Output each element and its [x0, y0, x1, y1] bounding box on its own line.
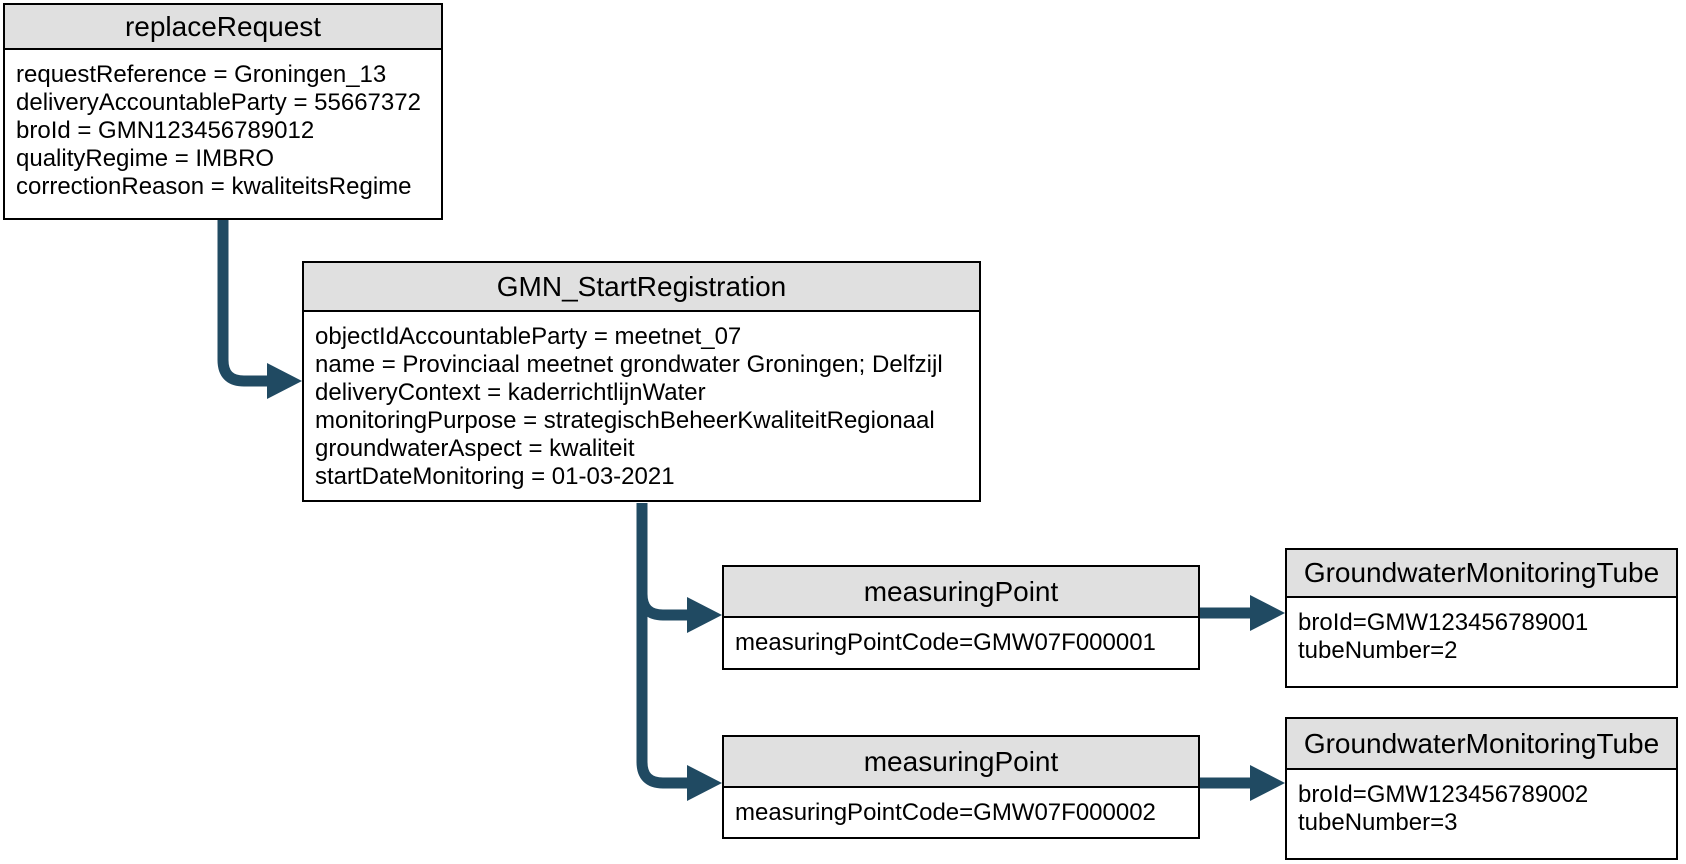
node-gmn-start-registration-title: GMN_StartRegistration	[304, 263, 979, 312]
arrowhead-measuringpoint-2	[687, 765, 722, 801]
node-replace-request-body: requestReference = Groningen_13 delivery…	[5, 50, 441, 212]
arrowhead-tube-2	[1250, 765, 1285, 801]
node-groundwater-monitoring-tube-1-title: GroundwaterMonitoringTube	[1287, 550, 1676, 598]
node-groundwater-monitoring-tube-2-body: broId=GMW123456789002 tubeNumber=3	[1287, 770, 1676, 848]
node-measuring-point-2: measuringPoint measuringPointCode=GMW07F…	[722, 735, 1200, 839]
node-measuring-point-2-body: measuringPointCode=GMW07F000002	[724, 788, 1198, 837]
arrowhead-measuringpoint-1	[687, 597, 722, 633]
node-gmn-start-registration-body: objectIdAccountableParty = meetnet_07 na…	[304, 312, 979, 502]
attr-line: tubeNumber=3	[1298, 809, 1458, 836]
attr-line: broId=GMW123456789002	[1298, 781, 1589, 808]
attr-line: requestReference = Groningen_13	[16, 61, 387, 88]
attr-line: deliveryContext = kaderrichtlijnWater	[315, 379, 706, 406]
attr-line: correctionReason = kwaliteitsRegime	[16, 173, 412, 200]
node-groundwater-monitoring-tube-2-title: GroundwaterMonitoringTube	[1287, 719, 1676, 770]
connector-replace-to-gmn	[217, 220, 302, 399]
attr-line: measuringPointCode=GMW07F000001	[735, 629, 1156, 656]
node-groundwater-monitoring-tube-2: GroundwaterMonitoringTube broId=GMW12345…	[1285, 717, 1678, 860]
attr-line: qualityRegime = IMBRO	[16, 145, 275, 172]
connector-gmn-to-measuringpoints	[636, 503, 722, 801]
node-measuring-point-2-title: measuringPoint	[724, 737, 1198, 788]
node-groundwater-monitoring-tube-1-body: broId=GMW123456789001 tubeNumber=2	[1287, 598, 1676, 676]
connector-mp1-to-tube1	[1200, 595, 1285, 631]
connector-mp2-to-tube2	[1200, 765, 1285, 801]
attr-line: startDateMonitoring = 01-03-2021	[315, 463, 675, 490]
node-measuring-point-1-title: measuringPoint	[724, 567, 1198, 618]
attr-line: monitoringPurpose = strategischBeheerKwa…	[315, 407, 935, 434]
attr-line: objectIdAccountableParty = meetnet_07	[315, 323, 742, 350]
node-groundwater-monitoring-tube-1: GroundwaterMonitoringTube broId=GMW12345…	[1285, 548, 1678, 688]
attr-line: broId=GMW123456789001	[1298, 609, 1589, 636]
attr-line: measuringPointCode=GMW07F000002	[735, 798, 1156, 826]
arrowhead-gmn	[267, 363, 302, 399]
node-replace-request: replaceRequest requestReference = Gronin…	[3, 3, 443, 220]
attr-line: tubeNumber=2	[1298, 637, 1458, 664]
attr-line: groundwaterAspect = kwaliteit	[315, 435, 635, 462]
arrowhead-tube-1	[1250, 595, 1285, 631]
attr-line: broId = GMN123456789012	[16, 117, 315, 144]
node-measuring-point-1: measuringPoint measuringPointCode=GMW07F…	[722, 565, 1200, 670]
node-gmn-start-registration: GMN_StartRegistration objectIdAccountabl…	[302, 261, 981, 502]
node-measuring-point-1-body: measuringPointCode=GMW07F000001	[724, 618, 1198, 668]
attr-line: name = Provinciaal meetnet grondwater Gr…	[315, 351, 943, 378]
attr-line: deliveryAccountableParty = 55667372	[16, 89, 421, 116]
node-replace-request-title: replaceRequest	[5, 5, 441, 50]
